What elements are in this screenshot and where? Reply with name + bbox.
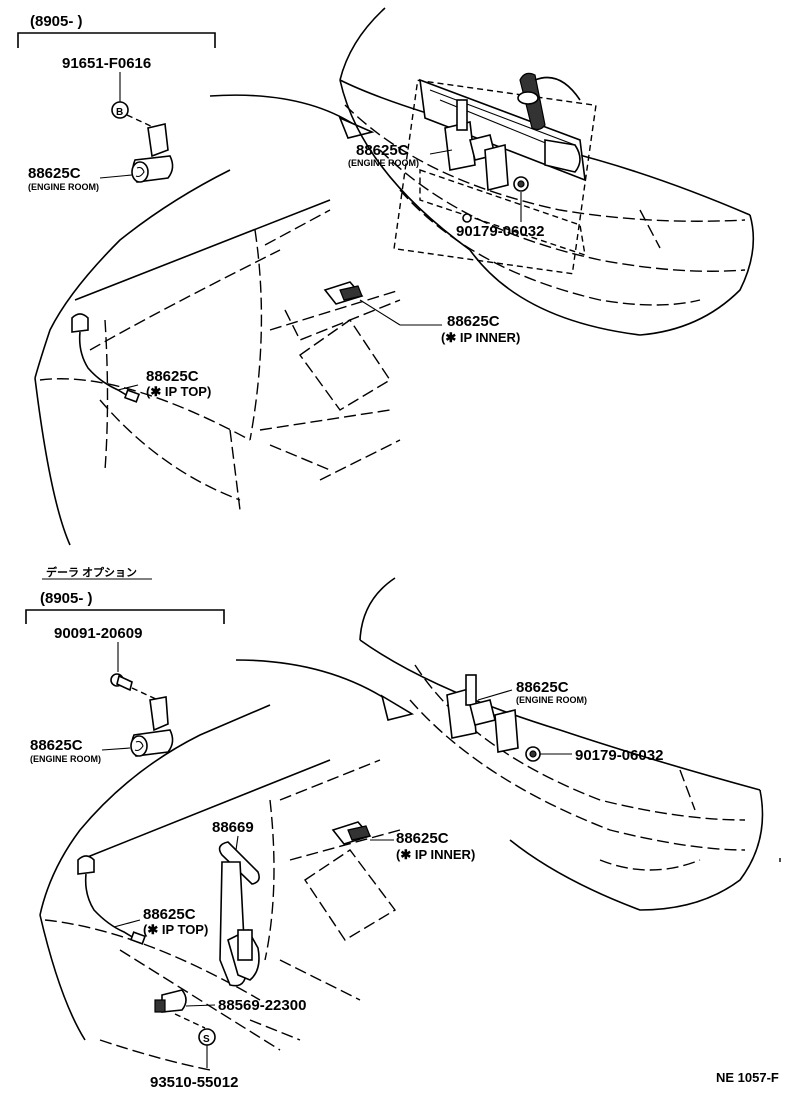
clamp-leader: [185, 1004, 216, 1007]
bottom-bolt-part-number: 90091-20609: [54, 625, 142, 642]
top-interior-view: [34, 169, 401, 546]
bottom-section: デーラ オプション (8905- ) 90091-20609 88625C (E…: [25, 565, 781, 1091]
bottom-bracket-leader: [101, 747, 131, 751]
top-engine-part-number: 88625C: [356, 142, 409, 159]
top-ip-top-sub-label: (✱ IP TOP): [146, 384, 211, 399]
bottom-ip-inner-part-number: 88625C: [396, 830, 449, 847]
top-ip-inner-sub-label: (✱ IP INNER): [441, 330, 520, 345]
bottom-bracket-sub-label: (ENGINE ROOM): [30, 754, 101, 764]
bottom-bolt-icon: [110, 673, 133, 692]
bottom-ip-top-part-number: 88625C: [143, 906, 196, 923]
dealer-option-label: デーラ オプション: [46, 565, 137, 579]
bottom-bracket-part-number: 88625C: [30, 737, 83, 754]
top-bolt-part-number: 91651-F0616: [62, 55, 151, 72]
top-bolt-dash-line: [126, 114, 156, 129]
top-ip-inner-leader: [359, 299, 401, 326]
top-bracket-label: (8905- ): [30, 13, 83, 30]
screw-part-number: 93510-55012: [150, 1074, 238, 1091]
bottom-ip-top-sub-label: (✱ IP TOP): [143, 922, 208, 937]
top-engine-body: [339, 7, 755, 336]
bottom-arrow-head: [380, 694, 415, 721]
clamp-part-number: 88569-22300: [218, 997, 306, 1014]
bottom-ip-top-leader: [113, 919, 141, 928]
top-section: (8905- ) 91651-F0616 B 88625C (ENGINE RO…: [17, 7, 755, 546]
bottom-engine-body: [359, 577, 781, 911]
hose-part-number: 88669: [212, 819, 254, 836]
top-engine-leader: [429, 149, 453, 155]
bottom-interior-view: [39, 704, 401, 1071]
top-arrow: [209, 94, 356, 126]
top-ip-top-leader: [117, 384, 139, 391]
top-ip-inner-part-number: 88625C: [447, 313, 500, 330]
bottom-bracket-frame: [25, 609, 225, 624]
top-bracket-frame: [17, 32, 216, 48]
top-engine-sub-label: (ENGINE ROOM): [348, 158, 419, 168]
hose-leader: [235, 835, 239, 851]
top-bolt-marker: B: [116, 107, 123, 118]
top-bolt-icon: [111, 101, 129, 119]
top-bracket-part-number: 88625C: [28, 165, 81, 182]
top-bracket-leader: [99, 174, 133, 179]
bottom-sensor-bracket-icon: [130, 696, 174, 757]
bottom-arrow: [235, 659, 396, 706]
bottom-nut-part-number: 90179-06032: [575, 747, 663, 764]
top-nut-part-number: 90179-06032: [456, 223, 544, 240]
top-sensor-bracket-icon: [131, 123, 174, 183]
top-arrow-head: [338, 116, 375, 139]
diagram-code: NE 1057-F: [716, 1070, 779, 1085]
top-ip-top-part-number: 88625C: [146, 368, 199, 385]
bottom-engine-leader: [477, 689, 513, 701]
bottom-engine-part-number: 88625C: [516, 679, 569, 696]
bottom-ip-inner-sub-label: (✱ IP INNER): [396, 847, 475, 862]
top-bracket-sub-label: (ENGINE ROOM): [28, 182, 99, 192]
screw-marker: S: [203, 1034, 210, 1045]
bottom-engine-sub-label: (ENGINE ROOM): [516, 695, 587, 705]
bottom-bracket-label: (8905- ): [40, 590, 93, 607]
